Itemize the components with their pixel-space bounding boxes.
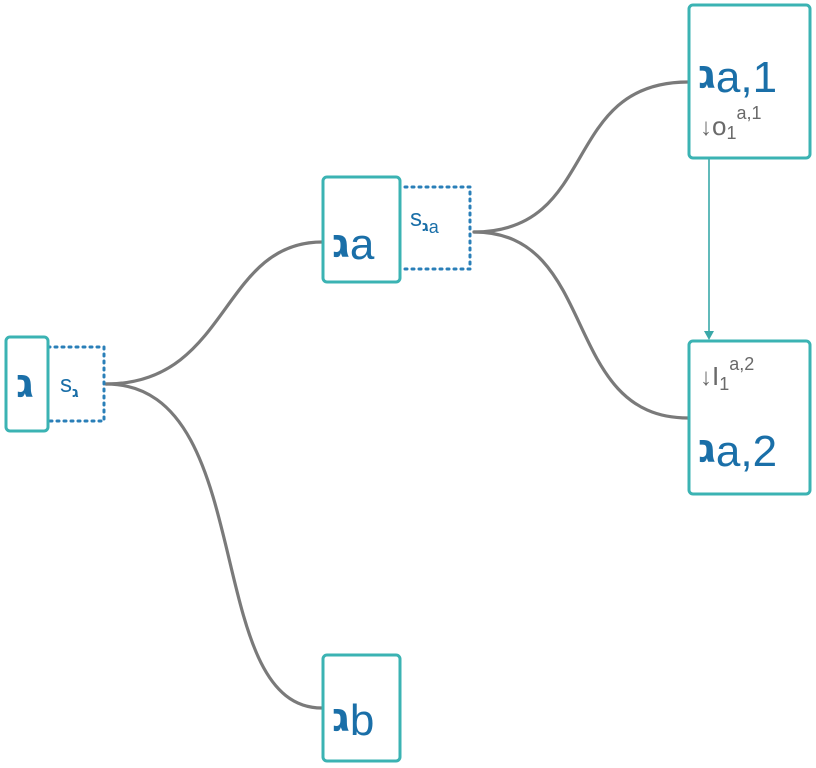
edge-a-to-a2 (472, 230, 690, 420)
node-annotation-a2: ↓I1a,2 (700, 354, 754, 394)
slot-label-a: sגa (410, 205, 440, 237)
node-annotation-a1: ↓o1a,1 (700, 103, 762, 143)
edge-root-to-b (104, 382, 324, 710)
node-box-b (321, 653, 402, 763)
slot-box-a (396, 185, 472, 271)
edge-root-to-a (104, 240, 324, 386)
node-label-b: גb (332, 695, 374, 745)
node-box-root (4, 335, 50, 433)
node-label-root: ג (16, 361, 34, 407)
node-box-a1 (687, 3, 812, 160)
node-label-a: גa (332, 220, 375, 269)
edge-a-to-a1 (472, 80, 690, 234)
node-label-a1: גa,1 (698, 52, 777, 102)
node-label-a2: גa,2 (698, 426, 777, 476)
slot-label-root: sג (60, 371, 79, 401)
node-box-a (321, 175, 402, 284)
node-box-a2 (687, 339, 812, 496)
dependency-arrow-head (704, 331, 714, 340)
